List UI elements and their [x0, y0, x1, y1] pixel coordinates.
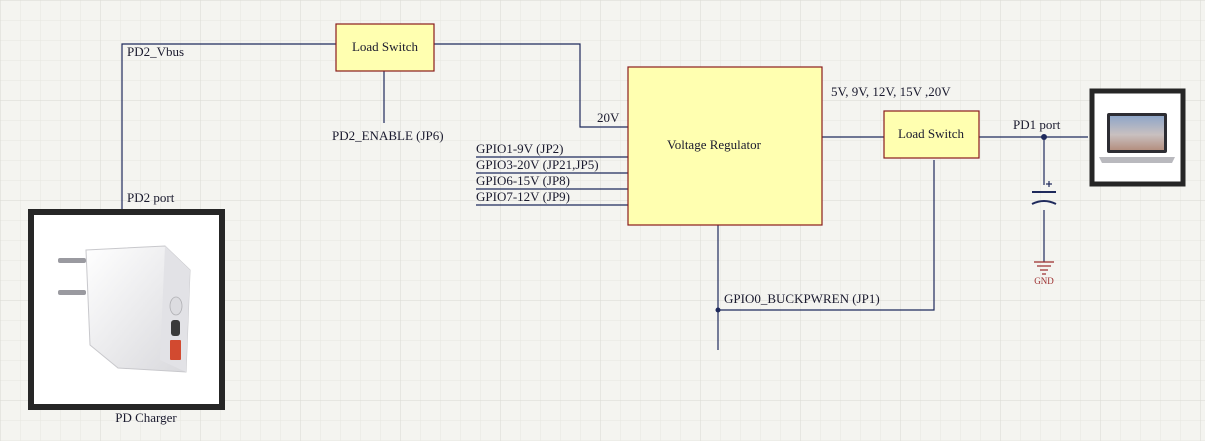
gpio7-label: GPIO7-12V (JP9)	[476, 189, 570, 204]
wire-gpio0-switch	[718, 160, 935, 311]
pd-charger-image	[28, 209, 225, 410]
load-switch-top-label: Load Switch	[352, 39, 419, 54]
gpio0-label: GPIO0_BUCKPWREN (JP1)	[724, 291, 880, 306]
20v-label: 20V	[597, 110, 620, 125]
junction-pd1	[1041, 134, 1047, 140]
load-switch-right-block[interactable]	[883, 110, 980, 159]
pd2-enable-label: PD2_ENABLE (JP6)	[332, 128, 444, 143]
wire-pd2-vbus	[121, 43, 336, 210]
capacitor-symbol	[1031, 181, 1057, 205]
laptop-image	[1089, 88, 1186, 187]
wires	[121, 43, 1088, 350]
load-switch-right-label: Load Switch	[898, 126, 965, 141]
gnd-icon	[1034, 261, 1054, 275]
wire-20v	[434, 43, 628, 128]
gpio1-label: GPIO1-9V (JP2)	[476, 141, 564, 156]
junction-gpio0	[715, 307, 721, 313]
output-voltages-label: 5V, 9V, 12V, 15V ,20V	[831, 84, 951, 99]
pd-charger-label: PD Charger	[115, 410, 177, 425]
load-switch-top-block[interactable]	[335, 23, 435, 72]
pd2-vbus-label: PD2_Vbus	[127, 44, 184, 59]
voltage-regulator-block[interactable]	[627, 66, 823, 226]
pd1-port-label: PD1 port	[1013, 117, 1061, 132]
gpio3-label: GPIO3-20V (JP21,JP5)	[476, 157, 599, 172]
gnd-label: GND	[1034, 276, 1054, 286]
pd2-port-label: PD2 port	[127, 190, 175, 205]
voltage-regulator-label: Voltage Regulator	[667, 137, 762, 152]
gpio6-label: GPIO6-15V (JP8)	[476, 173, 570, 188]
